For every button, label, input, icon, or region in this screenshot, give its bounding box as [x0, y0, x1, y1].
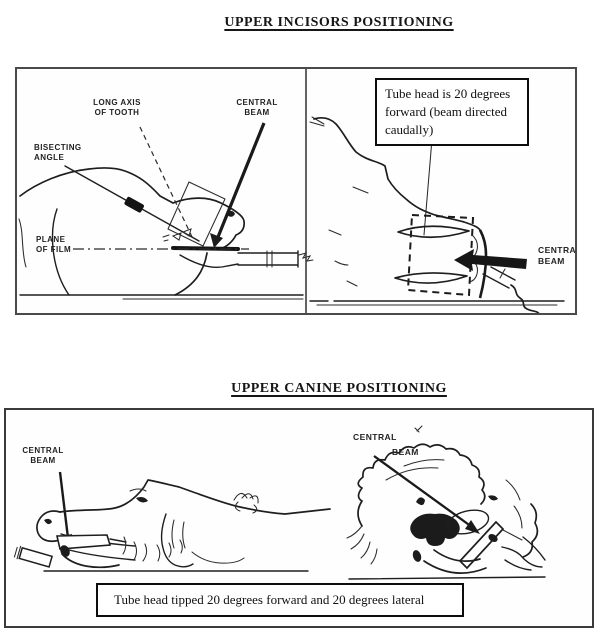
central-beam-frontal-line1: CENTRAL [538, 245, 577, 255]
central-beam-lateral-line2: BEAM [244, 108, 270, 118]
long-axis-label-line1: LONG AXIS [93, 98, 141, 107]
long-axis-of-tooth-label: LONG AXIS OF TOOTH [82, 98, 152, 119]
central-beam-label-frontal: CENTRAL BEAM [538, 245, 577, 267]
incisors-drawings [18, 69, 565, 313]
tube-head-forward-callout: Tube head is 20 degrees forward (beam di… [375, 78, 529, 146]
central-beam-frontal-line2: BEAM [538, 256, 565, 267]
bisecting-angle-label: BISECTING ANGLE [34, 143, 82, 164]
central-beam-lateral-line1: CENTRAL [236, 98, 278, 107]
incisors-figure-box: LONG AXIS OF TOOTH CENTRAL BEAM BISECTIN… [15, 67, 577, 315]
incisors-section-heading: UPPER INCISORS POSITIONING [224, 15, 454, 30]
plane-of-film-line2: OF FILM [36, 245, 72, 255]
plane-of-film-line1: PLANE [36, 235, 66, 244]
tube-head-tipped-callout: Tube head tipped 20 degrees forward and … [96, 583, 464, 617]
bisecting-angle-line2: ANGLE [34, 153, 65, 163]
bisecting-angle-line1: BISECTING [34, 143, 82, 152]
plane-of-film-label: PLANE OF FILM [36, 235, 71, 256]
central-beam-label-lateral: CENTRAL BEAM [227, 98, 287, 119]
canine-central-beam-label-frontal-line2: BEAM [392, 447, 419, 457]
canine-central-beam-label-frontal-line1: CENTRAL [353, 432, 397, 442]
canine-central-beam-lateral-line1: CENTRAL [22, 446, 64, 455]
canine-figure-box: CENTRAL BEAM CENTRAL BEAM Tube head tipp… [4, 408, 594, 628]
canine-section-heading: UPPER CANINE POSITIONING [231, 381, 447, 396]
canine-drawings [13, 425, 546, 580]
canine-central-beam-label-lateral: CENTRAL BEAM [14, 446, 72, 467]
long-axis-label-line2: OF TOOTH [94, 108, 140, 118]
canine-central-beam-lateral-line2: BEAM [30, 456, 56, 466]
